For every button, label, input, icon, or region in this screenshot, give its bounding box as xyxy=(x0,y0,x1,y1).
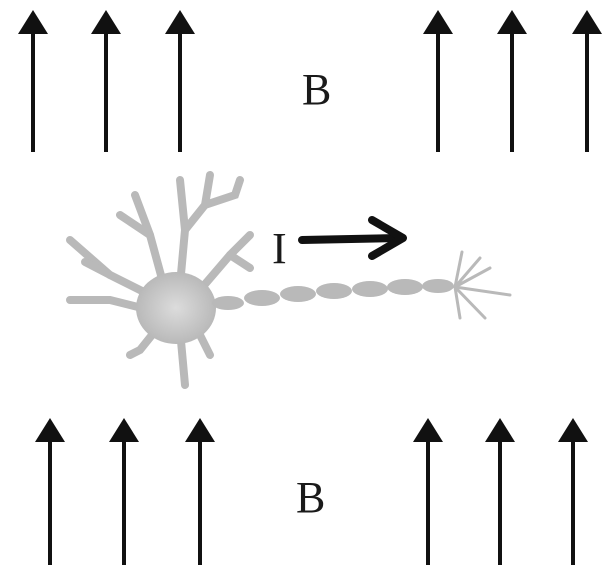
neuron-illustration xyxy=(66,171,512,389)
top-field-label: B xyxy=(302,65,331,114)
current-arrow xyxy=(298,216,407,260)
field-arrow xyxy=(18,10,48,152)
field-arrow xyxy=(109,418,139,565)
axon-terminals xyxy=(453,250,512,320)
bottom-field-arrows xyxy=(35,418,588,565)
field-arrow xyxy=(91,10,121,152)
current-label: I xyxy=(272,224,287,273)
field-arrow xyxy=(572,10,602,152)
bottom-field-label: B xyxy=(296,473,325,522)
top-field-arrows xyxy=(18,10,602,152)
field-arrow xyxy=(423,10,453,152)
field-arrow xyxy=(185,418,215,565)
field-arrow xyxy=(485,418,515,565)
axon xyxy=(212,279,454,310)
field-arrow xyxy=(413,418,443,565)
field-arrow xyxy=(165,10,195,152)
dendrites xyxy=(66,171,254,389)
field-arrow xyxy=(558,418,588,565)
field-arrow xyxy=(497,10,527,152)
field-arrow xyxy=(35,418,65,565)
cell-body xyxy=(136,272,216,344)
